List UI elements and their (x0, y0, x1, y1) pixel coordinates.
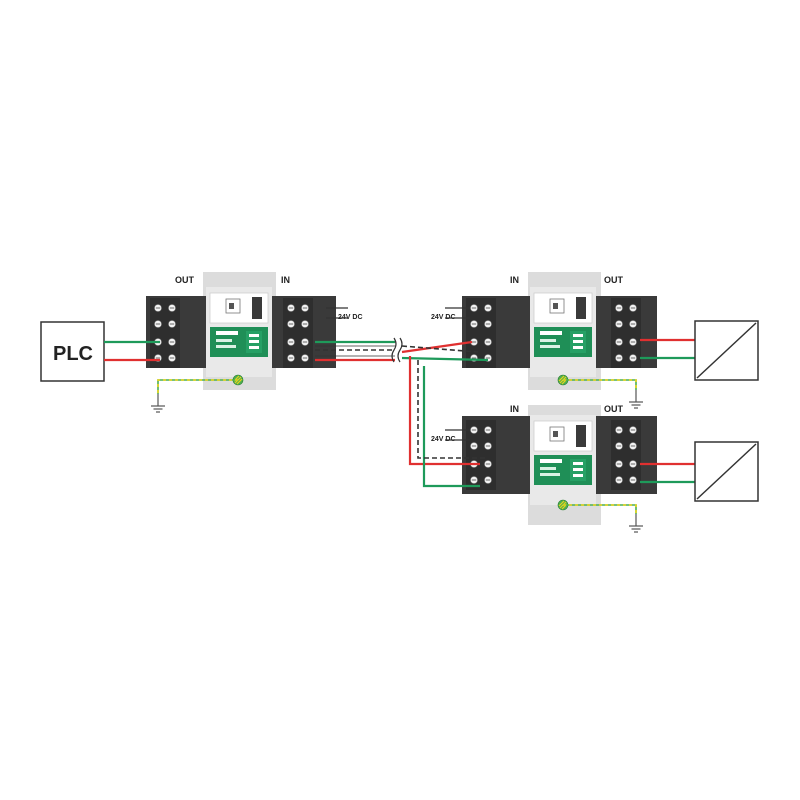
module-3-in-label: IN (510, 404, 519, 414)
wires (104, 337, 695, 514)
plc-box-icon: PLC (40, 321, 105, 382)
ground-icon (628, 513, 644, 533)
module-3-out-label: OUT (604, 404, 624, 414)
module-2-supply-label: 24V DC (431, 314, 456, 321)
module-1-out-label: OUT (175, 275, 195, 285)
module-3-supply-label: 24V DC (431, 436, 456, 443)
ground-icon (628, 389, 644, 409)
wire-green (401, 356, 489, 362)
ground-icon (150, 393, 166, 413)
plc-label: PLC (53, 343, 93, 365)
cable-break-icon (391, 337, 403, 363)
module-2: IN OUT 24V DC (431, 272, 657, 390)
module-2-out-label: OUT (604, 275, 624, 285)
transmitter-icon (694, 441, 759, 502)
wire-shield (401, 345, 479, 353)
module-1-supply-label: 24V DC (338, 314, 363, 321)
wire-green (422, 366, 480, 488)
wire-red (408, 356, 480, 466)
module-1-in-label: IN (281, 275, 290, 285)
wire-shield (417, 360, 486, 459)
transmitter-icon (694, 320, 759, 381)
wire-red (401, 340, 473, 354)
module-1: OUT IN 24V DC (146, 272, 363, 390)
module-2-in-label: IN (510, 275, 519, 285)
